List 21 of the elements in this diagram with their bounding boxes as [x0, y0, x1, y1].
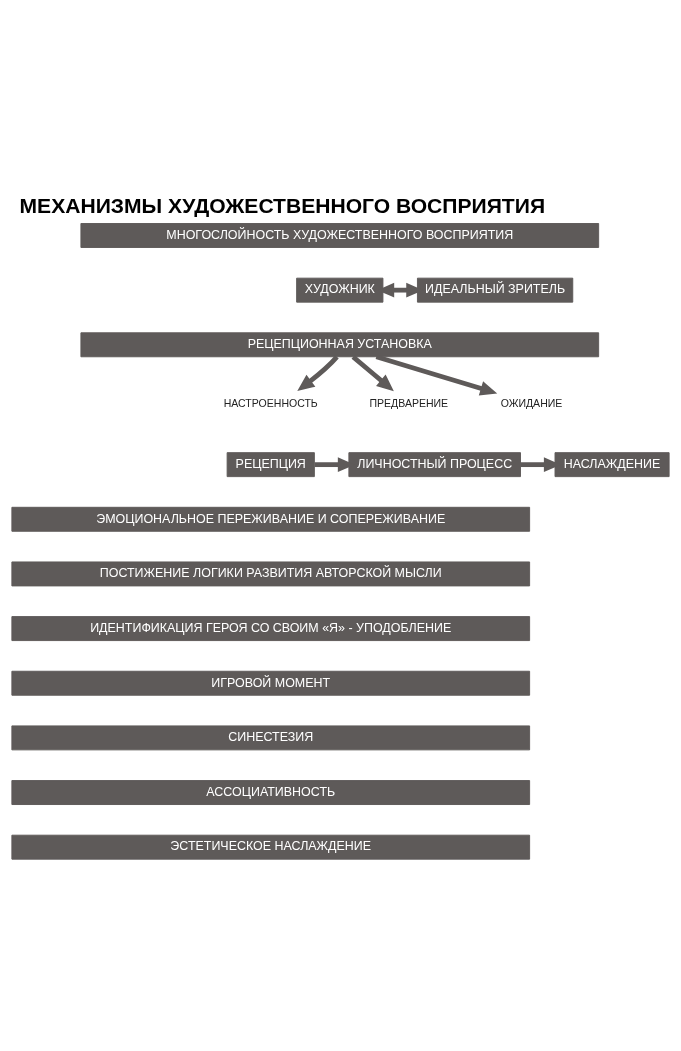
diagram-title: МЕХАНИЗМЫ ХУДОЖЕСТВЕННОГО ВОСПРИЯТИЯ [19, 193, 546, 217]
node-box: ИДЕАЛЬНЫЙ ЗРИТЕЛЬ [416, 277, 574, 303]
node-box: ЭСТЕТИЧЕСКОЕ НАСЛАЖДЕНИЕ [11, 834, 531, 860]
node-box: НАСЛАЖДЕНИЕ [554, 451, 670, 477]
node-box: ПОСТИЖЕНИЕ ЛОГИКИ РАЗВИТИЯ АВТОРСКОЙ МЫСЛИ [11, 560, 531, 586]
node-box: МНОГОСЛОЙНОСТЬ ХУДОЖЕСТВЕННОГО ВОСПРИЯТИЯ [80, 222, 600, 248]
node-box: СИНЕСТЕЗИЯ [11, 724, 531, 750]
node-box: РЕЦЕПЦИОННАЯ УСТАНОВКА [80, 331, 600, 357]
arrow [351, 354, 394, 391]
node-box: ЛИЧНОСТНЫЙ ПРОЦЕСС [348, 451, 521, 477]
node-text: ОЖИДАНИЕ [500, 396, 563, 409]
node-box: ИДЕНТИФИКАЦИЯ ГЕРОЯ СО СВОИМ «Я» - УПОДОБЛЕНИЕ [11, 615, 531, 641]
node-text: НАСТРОЕННОСТЬ [223, 396, 318, 409]
node-box: ЭМОЦИОНАЛЬНОЕ ПЕРЕЖИВАНИЕ И СОПЕРЕЖИВАНИЕ [11, 506, 531, 532]
arrow [297, 354, 339, 391]
node-box: ХУДОЖНИК [296, 277, 384, 303]
node-text: ПРЕДВАРЕНИЕ [369, 396, 449, 409]
node-box: РЕЦЕПЦИЯ [226, 451, 315, 477]
node-box: АССОЦИАТИВНОСТЬ [11, 779, 531, 805]
arrow [375, 354, 498, 396]
node-box: ИГРОВОЙ МОМЕНТ [11, 670, 531, 696]
